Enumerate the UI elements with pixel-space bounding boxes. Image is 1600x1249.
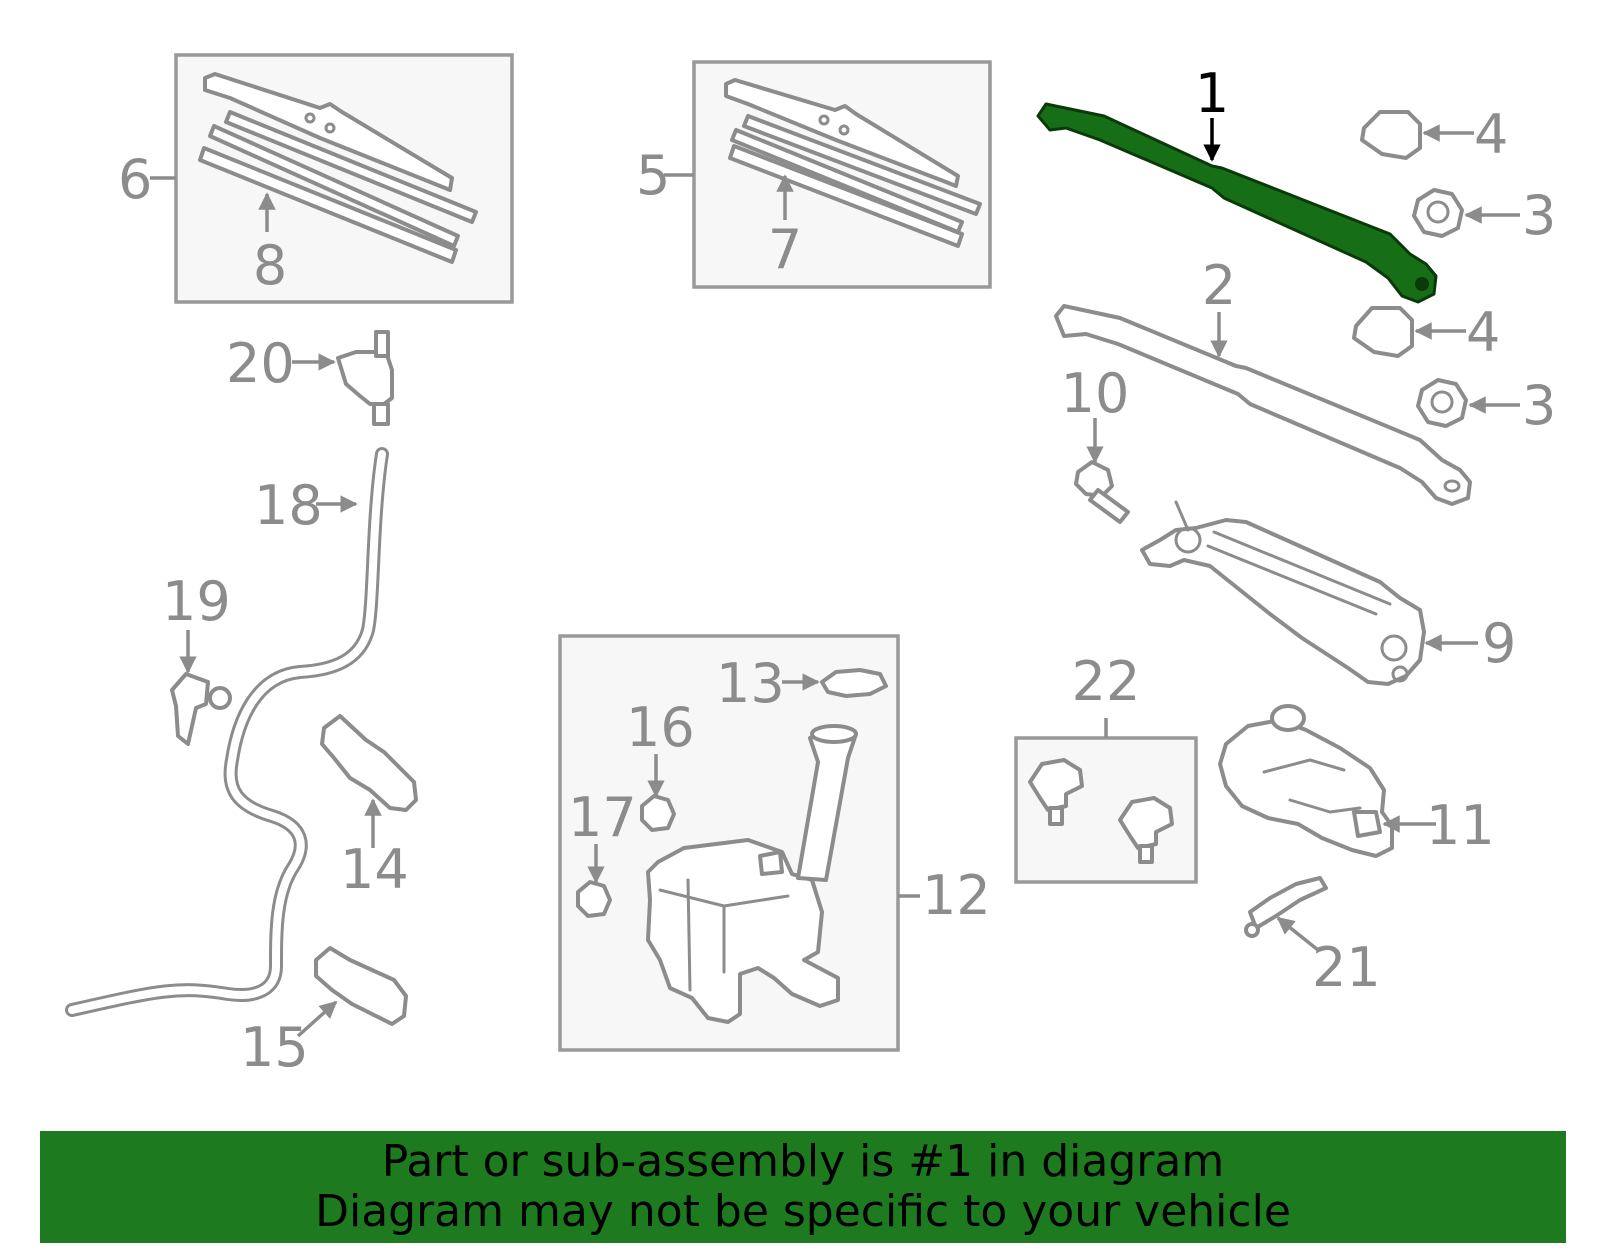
callout-14: 14 — [340, 838, 409, 901]
wiper-arm-2[interactable] — [1054, 304, 1472, 506]
callout-16: 16 — [626, 696, 695, 759]
banner-line-2: Diagram may not be specific to your vehi… — [315, 1186, 1291, 1237]
washer-hose-18[interactable] — [65, 447, 389, 1017]
callout-21: 21 — [1312, 936, 1381, 999]
grommet-16[interactable] — [640, 754, 676, 832]
grommet-17[interactable] — [576, 844, 612, 918]
callout-13: 13 — [716, 652, 785, 715]
connector-21[interactable] — [1244, 876, 1328, 952]
wiper-blade-assembly-5[interactable] — [692, 60, 992, 289]
callout-5: 5 — [636, 144, 670, 207]
callout-7: 7 — [768, 218, 802, 281]
wiper-linkage-9[interactable] — [1140, 500, 1478, 686]
washer-pump-15[interactable] — [296, 946, 408, 1038]
nut-3-upper[interactable] — [1412, 188, 1520, 238]
washer-nozzle-box-22[interactable] — [1014, 718, 1198, 884]
callout-4-lower: 4 — [1466, 301, 1500, 364]
callout-12: 12 — [922, 864, 991, 927]
callout-15: 15 — [240, 1016, 309, 1079]
callout-18: 18 — [254, 474, 323, 537]
pivot-cap-4-upper[interactable] — [1360, 110, 1474, 160]
callout-10: 10 — [1061, 362, 1130, 425]
wiper-blade-assembly-6[interactable] — [174, 53, 514, 304]
wiper-arm-1-highlighted[interactable] — [1036, 102, 1438, 304]
bolt-10[interactable] — [1074, 418, 1130, 524]
washer-reservoir-box-12[interactable] — [558, 634, 900, 1052]
callout-3-lower: 3 — [1522, 374, 1556, 437]
callout-6: 6 — [118, 148, 152, 211]
nut-3-lower[interactable] — [1416, 378, 1520, 428]
callout-20: 20 — [226, 332, 295, 395]
callout-2: 2 — [1202, 254, 1236, 317]
callout-11: 11 — [1426, 794, 1495, 857]
callout-1: 1 — [1195, 62, 1229, 125]
callout-22: 22 — [1072, 650, 1141, 713]
banner-line-1: Part or sub-assembly is #1 in diagram — [381, 1136, 1225, 1187]
reservoir-cap-13[interactable] — [782, 668, 888, 698]
washer-pump-14[interactable] — [320, 714, 418, 848]
wiper-motor-11[interactable] — [1218, 704, 1436, 858]
callout-19: 19 — [162, 570, 231, 633]
callout-8: 8 — [253, 234, 287, 297]
callout-4-upper: 4 — [1474, 103, 1508, 166]
callout-9: 9 — [1482, 612, 1516, 675]
info-banner: Part or sub-assembly is #1 in diagram Di… — [40, 1131, 1566, 1243]
callout-17: 17 — [568, 786, 637, 849]
clip-19[interactable] — [170, 630, 232, 746]
callout-3-upper: 3 — [1522, 184, 1556, 247]
pivot-cap-4-lower[interactable] — [1352, 306, 1466, 358]
check-valve-20[interactable] — [292, 330, 394, 426]
